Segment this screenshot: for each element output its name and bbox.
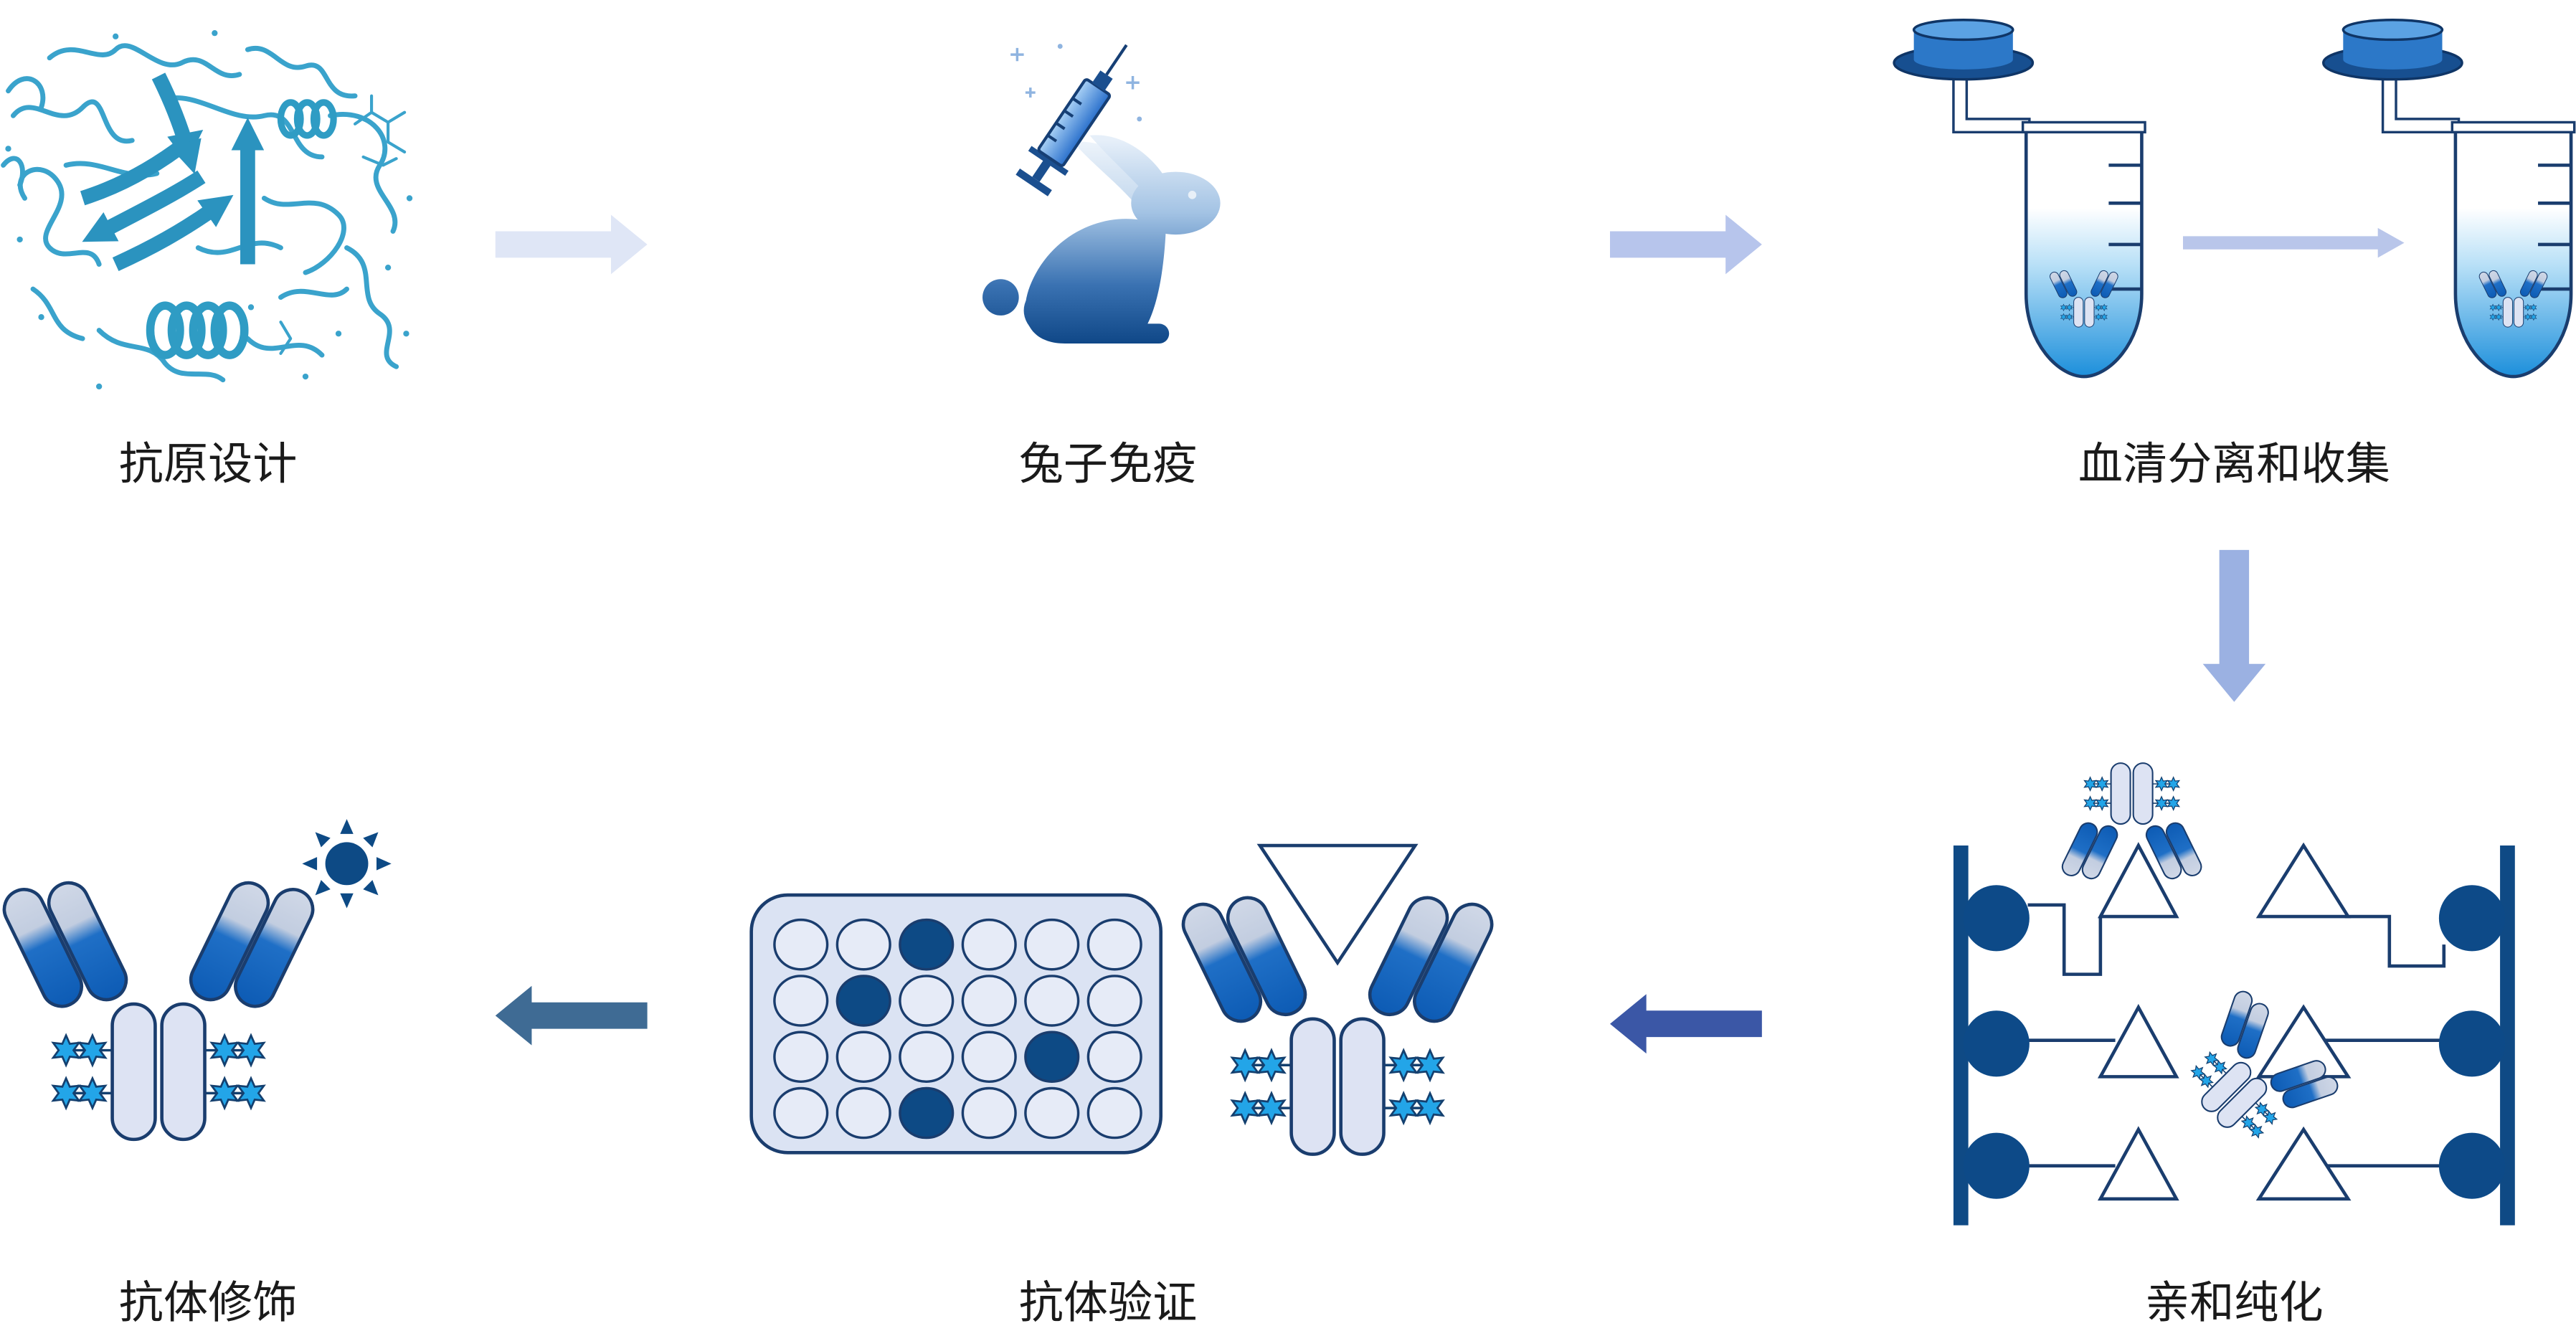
protein-side-chains [279, 94, 407, 355]
step-label-antigen-design: 抗原设计 [119, 437, 298, 490]
step-antibody-validation: 抗体验证 [749, 843, 1499, 1329]
flow-arrow-2 [1610, 214, 1762, 275]
step-label-serum-collection: 血清分离和收集 [2078, 437, 2390, 490]
column-wall-left [1953, 845, 1969, 1226]
rabbit-illustration [982, 135, 1221, 344]
immobilized-antigens [2097, 842, 2352, 1201]
flow-arrow-1 [495, 214, 648, 275]
step-label-rabbit-immunization: 兔子免疫 [1019, 437, 1198, 490]
resin-beads [1963, 885, 2505, 1199]
step-label-affinity-purification: 亲和纯化 [2145, 1276, 2324, 1329]
column-wall-right [2500, 845, 2515, 1226]
protein-atom-dots [5, 30, 413, 390]
modified-antibody [0, 876, 319, 1140]
protein-helix-top [277, 99, 337, 139]
rabbit-ear-back [1073, 141, 1150, 205]
step-label-antibody-modification: 抗体修饰 [119, 1276, 298, 1329]
label-sun-icon [302, 819, 392, 909]
protein-helix-bottom [146, 301, 249, 359]
tube-transfer-arrow [2182, 227, 2405, 258]
rabbit-head [1131, 171, 1221, 235]
free-antibody [2161, 982, 2348, 1168]
step-antigen-design: 抗原设计 [1, 30, 413, 490]
protein-structure-illustration [1, 30, 413, 390]
antigen-triangle [1256, 843, 1419, 966]
linkers [2027, 903, 2446, 1168]
flow-arrow-5 [495, 985, 648, 1046]
tube-before [1894, 20, 2145, 376]
step-antibody-modification: 抗体修饰 [0, 819, 392, 1329]
step-affinity-purification: 亲和纯化 [1953, 763, 2515, 1329]
well-plate [749, 893, 1163, 1155]
rabbit-hind-leg [1023, 277, 1117, 344]
step-rabbit-immunization: 兔子免疫 [982, 44, 1221, 490]
rabbit-eye [1188, 191, 1197, 199]
affinity-column [1953, 763, 2515, 1226]
step-serum-collection: 血清分离和收集 [1894, 20, 2575, 490]
rabbit-tail [982, 279, 1019, 316]
step-label-antibody-validation: 抗体验证 [1019, 1276, 1198, 1329]
rabbit-front-paw [1122, 323, 1170, 344]
flow-arrow-3-down [2202, 549, 2266, 702]
syringe-icon [1015, 44, 1128, 196]
tube-after [2324, 20, 2575, 376]
plate-wells [773, 918, 1142, 1140]
protein-beta-strands [80, 72, 265, 271]
sparkle-marks [1010, 44, 1142, 122]
flow-arrow-4 [1610, 994, 1762, 1054]
